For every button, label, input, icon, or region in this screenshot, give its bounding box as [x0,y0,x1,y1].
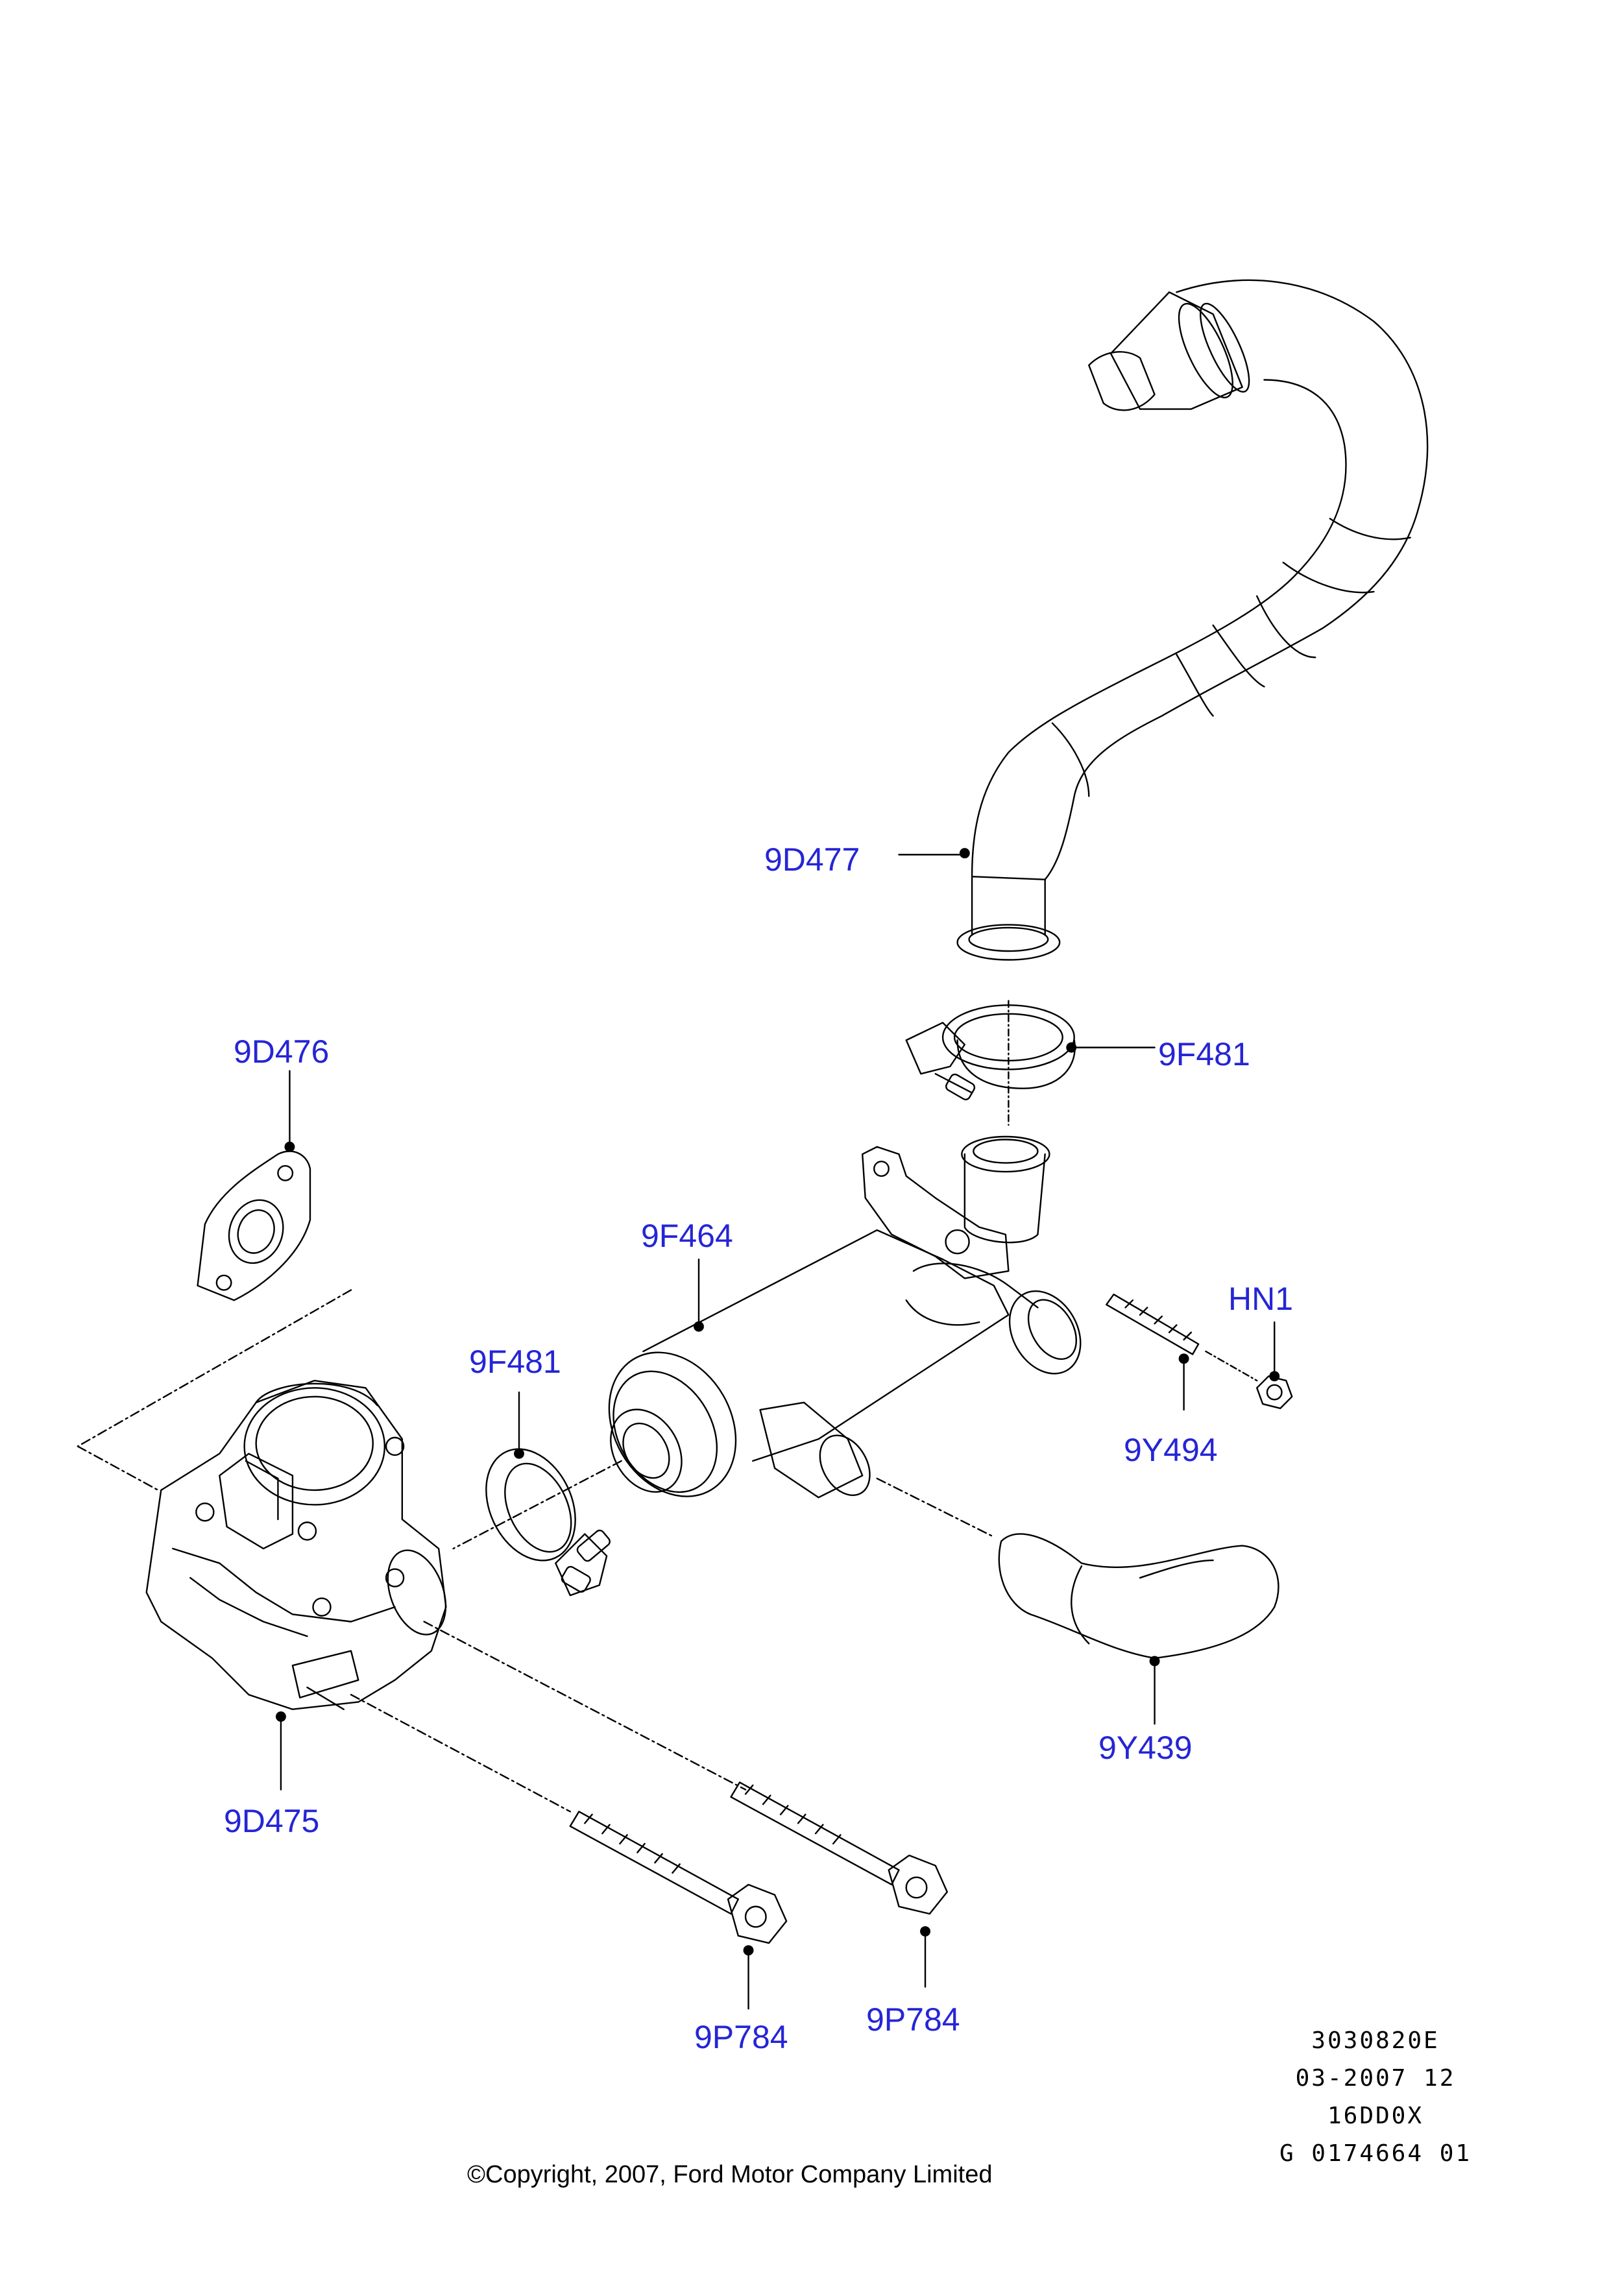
callout-clamp-upper: 9F481 [1158,1036,1250,1072]
hose [999,1534,1279,1724]
callout-egr-valve: 9D475 [224,1803,320,1839]
clamp-upper [906,1001,1155,1125]
bolt-right [731,1782,947,1986]
clamp-lower [469,1392,612,1595]
callout-clamp-lower: 9F481 [469,1344,561,1380]
egr-valve [147,1381,745,1811]
gasket [78,1071,351,1490]
copyright-notice: ©Copyright, 2007, Ford Motor Company Lim… [467,2161,993,2188]
egr-cooler [454,1137,1095,1549]
bolt-left [570,1811,786,2009]
egr-pipe [899,280,1427,960]
callout-bolt-left: 9P784 [694,2019,788,2055]
reference-line-3: 16DD0X [1327,2103,1424,2129]
callout-stud: 9Y494 [1124,1432,1218,1468]
callout-nut: HN1 [1228,1281,1294,1317]
reference-line-1: 3030820E [1311,2027,1440,2054]
callout-hose: 9Y439 [1098,1730,1193,1766]
stud-and-nut [1106,1294,1292,1410]
reference-line-2: 03-2007 12 [1295,2065,1456,2092]
callout-gasket: 9D476 [234,1033,330,1070]
callout-bolt-right: 9P784 [866,2001,960,2038]
reference-line-4: G 0174664 01 [1279,2140,1472,2167]
reference-block: 3030820E 03-2007 12 16DD0X G 0174664 01 [1252,2029,1499,2166]
callout-egr-pipe: 9D477 [764,841,860,878]
callout-egr-cooler: 9F464 [641,1218,733,1254]
